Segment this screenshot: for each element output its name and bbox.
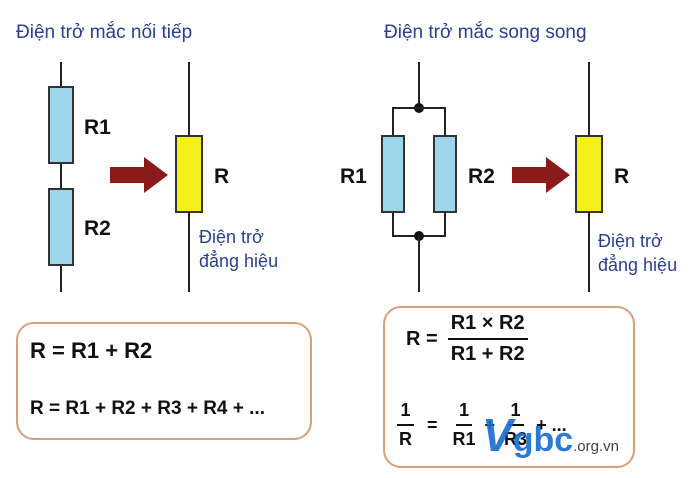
series-title: Điện trở mắc nối tiếp — [16, 22, 193, 43]
formula2-term2-numerator: 1 — [507, 400, 524, 426]
parallel-arrow-icon — [512, 157, 570, 193]
series-formula-general: R = R1 + R2 + R3 + R4 + ... — [30, 398, 265, 419]
series-caption-line2: đẳng hiệu — [199, 251, 279, 271]
parallel-bottom-wire — [418, 236, 420, 292]
parallel-resistor-r2 — [433, 135, 457, 213]
series-resistor-r2 — [48, 188, 74, 266]
formula1-denominator: R1 + R2 — [450, 343, 525, 365]
formula2-term1-denominator: R1 — [452, 429, 476, 449]
series-formula-main: R = R1 + R2 — [30, 338, 153, 363]
parallel-r-label: R — [614, 165, 630, 188]
formula2-lhs-numerator: 1 — [397, 400, 414, 426]
series-wire — [60, 62, 62, 292]
series-equivalent-caption: Điện trở đẳng hiệu — [199, 225, 278, 273]
parallel-caption-line2: đẳng hiệu — [598, 255, 678, 275]
formula1-lhs: R = — [406, 327, 438, 350]
formula2-term1-numerator: 1 — [456, 400, 473, 426]
formula2-equals: = — [427, 414, 438, 435]
formula2-term2-fraction: 1 R3 — [501, 400, 530, 450]
series-resistor-r1 — [48, 86, 74, 164]
parallel-caption-line1: Điện trở — [598, 231, 663, 251]
formula1-fraction: R1 × R2 R1 + R2 — [447, 312, 528, 366]
parallel-equivalent-caption: Điện trở đẳng hiệu — [598, 229, 677, 277]
parallel-title: Điện trở mắc song song — [384, 22, 587, 43]
formula2-lhs-fraction: 1 R — [396, 400, 415, 450]
series-formula-box — [16, 322, 312, 440]
parallel-resistor-r-equivalent — [575, 135, 603, 213]
watermark-brand: gbc — [512, 421, 574, 459]
formula2-plus: + — [484, 414, 496, 435]
parallel-resistor-r1 — [381, 135, 405, 213]
formula2-term1-fraction: 1 R1 — [450, 400, 479, 450]
series-r1-label: R1 — [84, 116, 111, 139]
series-r-label: R — [214, 165, 230, 188]
series-r2-label: R2 — [84, 217, 111, 240]
series-resistor-r-equivalent — [175, 135, 203, 213]
parallel-formula-box — [383, 306, 635, 468]
series-arrow-icon — [110, 157, 168, 193]
formula2-lhs-denominator: R — [399, 429, 412, 449]
parallel-top-bus — [392, 107, 446, 109]
formula2-tail: + ... — [536, 414, 567, 435]
series-caption-line1: Điện trở — [199, 227, 264, 247]
watermark-v: V — [482, 409, 513, 461]
parallel-formula-reciprocal: 1 R = 1 R1 + 1 R3 + ... — [396, 400, 567, 450]
parallel-top-wire — [418, 62, 420, 108]
formula1-numerator: R1 × R2 — [447, 312, 528, 340]
parallel-r2-label: R2 — [468, 165, 495, 188]
formula2-term2-denominator: R3 — [504, 429, 528, 449]
parallel-r1-label: R1 — [340, 165, 367, 188]
watermark-logo: V gbc .org.vn — [482, 412, 619, 458]
watermark-domain: .org.vn — [573, 438, 619, 455]
parallel-formula-product-over-sum: R = R1 × R2 R1 + R2 — [406, 312, 528, 366]
